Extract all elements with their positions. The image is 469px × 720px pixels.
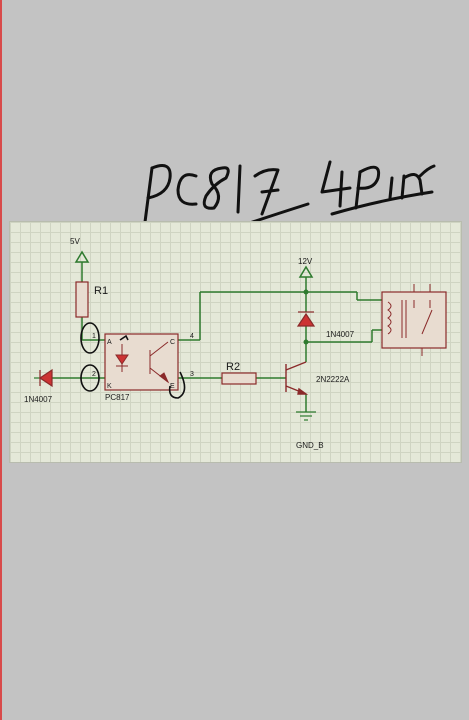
phototransistor-icon [149, 341, 170, 384]
relay-coil-icon [387, 300, 407, 338]
page-edge [0, 0, 2, 720]
pin-e: E [170, 383, 175, 390]
label-12v: 12V [298, 257, 313, 266]
pin-c: C [170, 339, 175, 346]
label-r1: R1 [94, 285, 108, 297]
supply-12v-arrow [298, 265, 314, 278]
label-pc817: PC817 [105, 393, 130, 402]
flyback-diode [296, 311, 316, 327]
ground-icon [296, 411, 316, 421]
label-r2: R2 [226, 361, 240, 373]
handwritten-pin-circles [80, 322, 186, 399]
transistor-2n2222a [285, 361, 309, 395]
schematic-grid: 5V 12V R1 R2 PC817 1N4007 1N4007 2N2222A… [9, 221, 462, 463]
relay-switch-icon [413, 284, 433, 356]
pin-3: 3 [190, 371, 194, 378]
input-diode [34, 368, 53, 388]
label-flyback-diode: 1N4007 [326, 330, 355, 339]
label-ground: GND_B [296, 441, 324, 450]
pin-2: 2 [92, 371, 96, 378]
led-emitter-icon [115, 344, 129, 372]
pin-a: A [107, 339, 112, 346]
supply-5v-arrow [74, 250, 90, 263]
label-5v: 5V [70, 237, 80, 246]
pin-1: 1 [92, 333, 96, 340]
label-input-diode: 1N4007 [24, 395, 53, 404]
circuit-diagram: 5V 12V R1 R2 PC817 1N4007 1N4007 2N2222A… [24, 237, 447, 450]
pin-4: 4 [190, 333, 194, 340]
r1-resistor [75, 281, 89, 318]
r2-resistor [221, 372, 257, 385]
pin-k: K [107, 383, 112, 390]
label-transistor: 2N2222A [316, 375, 350, 384]
